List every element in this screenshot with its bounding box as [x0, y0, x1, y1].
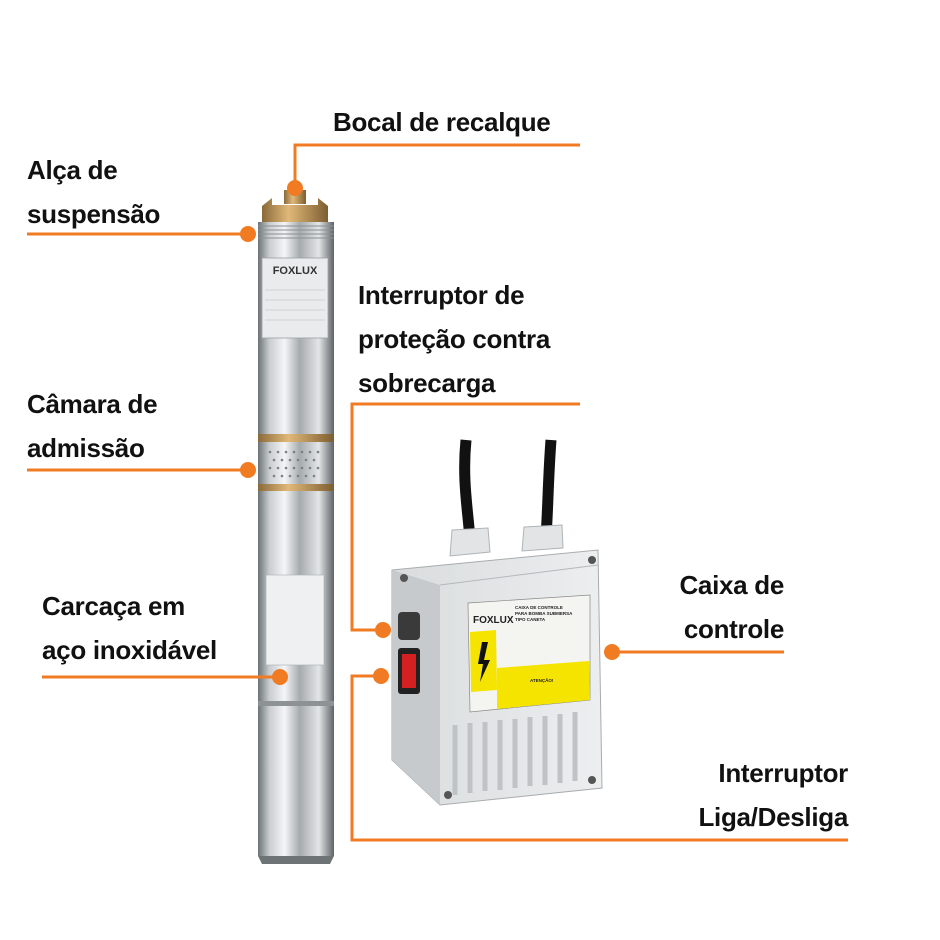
callout-text: Bocal de recalque — [333, 107, 551, 137]
box-brand-logo: FOXLUX — [473, 615, 514, 626]
callout-dot-camara — [240, 462, 256, 478]
callout-bocal-de-recalque: Bocal de recalque — [333, 100, 551, 144]
callout-dot-bocal — [287, 180, 303, 196]
callout-text: controle — [683, 614, 784, 644]
control-box: FOXLUX CAIXA DE CONTROLE PARA BOMBA SUBM… — [391, 439, 603, 806]
callout-text: Câmara de — [27, 389, 158, 419]
callout-text: Caixa de — [679, 570, 784, 600]
callout-text: Interruptor de — [358, 280, 525, 310]
callout-lines — [27, 143, 848, 842]
svg-text:ATENÇÃO!: ATENÇÃO! — [530, 677, 554, 683]
pump-brand-logo: FOXLUX — [273, 265, 318, 277]
callout-alca-de-suspensao: Alça de suspensão — [27, 148, 160, 236]
callout-dot-liga — [373, 668, 389, 684]
callout-text: sobrecarga — [358, 368, 496, 398]
callout-text: Interruptor — [718, 758, 848, 788]
svg-text:TIPO CANETA: TIPO CANETA — [515, 617, 546, 622]
callout-carcaca: Carcaça em aço inoxidável — [42, 584, 217, 672]
callout-interruptor-liga-desliga: Interruptor Liga/Desliga — [698, 751, 848, 839]
callout-text: Alça de — [27, 155, 118, 185]
callout-dot-carcaca — [272, 669, 288, 685]
submersible-pump: FOXLUX — [258, 190, 334, 864]
svg-text:PARA BOMBA SUBMERSA: PARA BOMBA SUBMERSA — [515, 611, 573, 616]
callout-dot-protecao — [375, 622, 391, 638]
callout-interruptor-protecao: Interruptor de proteção contra sobrecarg… — [358, 273, 550, 405]
overload-protector-button — [398, 612, 420, 640]
callout-text: Carcaça em — [42, 591, 185, 621]
callout-text: admissão — [27, 433, 145, 463]
callout-camara-de-admissao: Câmara de admissão — [27, 382, 158, 470]
callout-caixa-de-controle: Caixa de controle — [679, 563, 784, 651]
callout-dot-alca — [240, 226, 256, 242]
callout-text: aço inoxidável — [42, 635, 217, 665]
callout-text: Liga/Desliga — [698, 802, 848, 832]
svg-text:CAIXA DE CONTROLE: CAIXA DE CONTROLE — [515, 605, 563, 610]
callout-text: proteção contra — [358, 324, 550, 354]
callout-dot-caixa — [604, 644, 620, 660]
callout-text: suspensão — [27, 199, 161, 229]
